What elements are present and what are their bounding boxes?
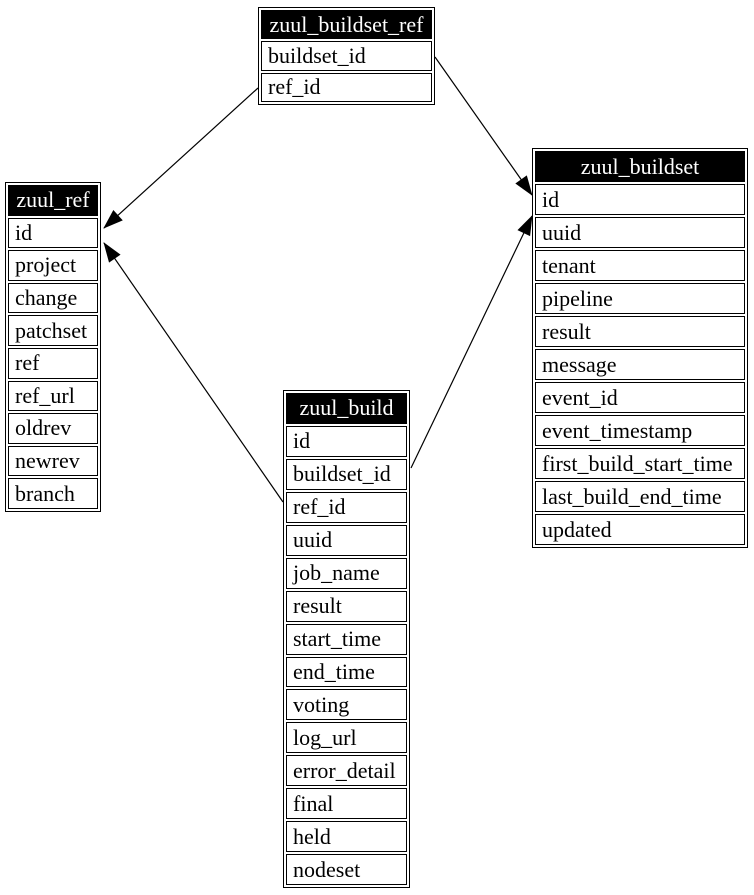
column-zuul_buildset_ref-buildset_id: buildset_id bbox=[261, 41, 432, 71]
column-zuul_build-voting: voting bbox=[286, 689, 407, 721]
column-zuul_ref-oldrev: oldrev bbox=[8, 413, 98, 444]
column-zuul_build-id: id bbox=[286, 425, 407, 457]
column-zuul_ref-newrev: newrev bbox=[8, 445, 98, 477]
column-zuul_build-uuid: uuid bbox=[286, 524, 407, 556]
column-zuul_build-held: held bbox=[286, 821, 407, 853]
column-zuul_build-result: result bbox=[286, 590, 407, 622]
column-zuul_ref-project: project bbox=[8, 250, 98, 281]
column-zuul_buildset-last_build_end_time: last_build_end_time bbox=[535, 481, 745, 512]
table-title-zuul_buildset: zuul_buildset bbox=[535, 151, 745, 182]
column-zuul_build-job_name: job_name bbox=[286, 557, 407, 589]
column-zuul_buildset-first_build_start_time: first_build_start_time bbox=[535, 448, 745, 479]
column-zuul_buildset-id: id bbox=[535, 184, 745, 215]
column-zuul_ref-id: id bbox=[8, 217, 98, 249]
column-zuul_build-ref_id: ref_id bbox=[286, 491, 407, 523]
column-zuul_buildset-updated: updated bbox=[535, 514, 745, 545]
column-zuul_build-final: final bbox=[286, 788, 407, 820]
column-zuul_ref-branch: branch bbox=[8, 478, 98, 509]
table-title-zuul_build: zuul_build bbox=[286, 393, 407, 424]
column-zuul_buildset-result: result bbox=[535, 316, 745, 347]
edge-zuul_build-ref_id-to-zuul_ref-id bbox=[103, 242, 284, 503]
column-zuul_buildset-event_timestamp: event_timestamp bbox=[535, 415, 745, 446]
column-zuul_build-end_time: end_time bbox=[286, 656, 407, 688]
column-zuul_buildset-tenant: tenant bbox=[535, 250, 745, 281]
column-zuul_buildset-event_id: event_id bbox=[535, 382, 745, 413]
edge-zuul_buildset_ref-buildset_id-to-zuul_buildset-id bbox=[434, 56, 533, 196]
column-zuul_buildset-message: message bbox=[535, 349, 745, 380]
edge-zuul_build-buildset_id-to-zuul_buildset-id bbox=[410, 215, 533, 469]
column-zuul_buildset-uuid: uuid bbox=[535, 217, 745, 248]
column-zuul_ref-ref_url: ref_url bbox=[8, 380, 98, 412]
column-zuul_build-log_url: log_url bbox=[286, 722, 407, 754]
column-zuul_ref-patchset: patchset bbox=[8, 315, 98, 346]
column-zuul_build-error_detail: error_detail bbox=[286, 755, 407, 787]
column-zuul_buildset-pipeline: pipeline bbox=[535, 283, 745, 314]
column-zuul_buildset_ref-ref_id: ref_id bbox=[261, 72, 432, 102]
column-zuul_ref-change: change bbox=[8, 282, 98, 314]
table-title-zuul_ref: zuul_ref bbox=[8, 185, 98, 216]
column-zuul_build-buildset_id: buildset_id bbox=[286, 458, 407, 490]
edge-zuul_buildset_ref-ref_id-to-zuul_ref-id bbox=[103, 87, 259, 229]
column-zuul_ref-ref: ref bbox=[8, 347, 98, 379]
table-title-zuul_buildset_ref: zuul_buildset_ref bbox=[261, 10, 432, 40]
column-zuul_build-nodeset: nodeset bbox=[286, 854, 407, 886]
column-zuul_build-start_time: start_time bbox=[286, 623, 407, 655]
